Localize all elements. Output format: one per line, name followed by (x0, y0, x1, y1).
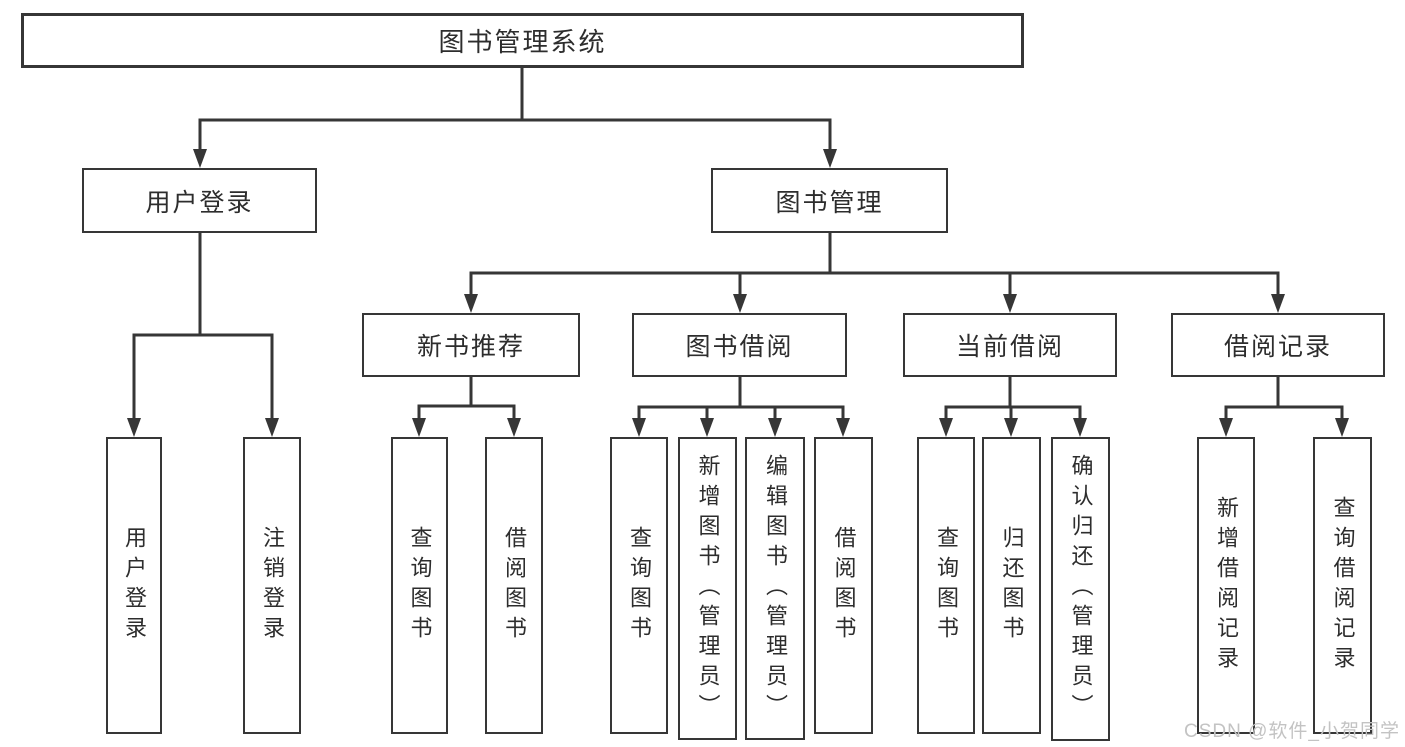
arrowheads (127, 149, 1349, 437)
leaf-borrow-books-recommend: 借阅图书 (485, 437, 543, 734)
node-borrowing-records: 借阅记录 (1171, 313, 1385, 377)
node-current-borrowing: 当前借阅 (903, 313, 1117, 377)
node-book-management: 图书管理 (711, 168, 948, 233)
node-new-book-recommend: 新书推荐 (362, 313, 580, 377)
leaf-return-books: 归还图书 (982, 437, 1041, 734)
leaf-user-login: 用户登录 (106, 437, 162, 734)
leaf-borrow-books-borrowing: 借阅图书 (814, 437, 873, 734)
leaf-query-books-borrowing: 查询图书 (610, 437, 668, 734)
leaf-confirm-return-admin: 确认归还（管理员） (1051, 437, 1110, 741)
leaf-edit-book-admin: 编辑图书（管理员） (745, 437, 805, 740)
leaf-add-borrow-record: 新增借阅记录 (1197, 437, 1255, 734)
leaf-query-books-current: 查询图书 (917, 437, 975, 734)
leaf-add-book-admin: 新增图书（管理员） (678, 437, 737, 740)
leaf-query-borrow-record: 查询借阅记录 (1313, 437, 1372, 734)
node-book-borrowing: 图书借阅 (632, 313, 847, 377)
watermark-text: CSDN @软件_小贺同学 (1184, 721, 1400, 742)
leaf-query-books-recommend: 查询图书 (391, 437, 448, 734)
node-user-login: 用户登录 (82, 168, 317, 233)
leaf-logout: 注销登录 (243, 437, 301, 734)
node-library-system: 图书管理系统 (21, 13, 1024, 68)
